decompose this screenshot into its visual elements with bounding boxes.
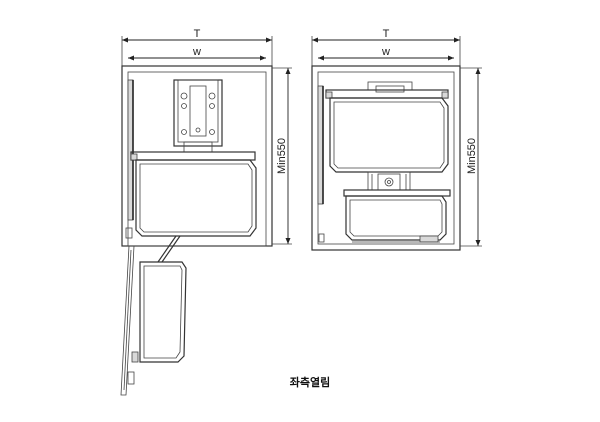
- left-open-door: [120, 79, 135, 396]
- right-t-label: T: [383, 28, 390, 40]
- right-center-mechanism: [367, 171, 411, 191]
- right-door-panel: [317, 85, 325, 243]
- left-upper-basket: [130, 151, 257, 237]
- left-t-label: T: [194, 28, 201, 40]
- left-view: T w: [120, 28, 292, 396]
- left-w-label: w: [192, 46, 201, 58]
- right-min-label: Min550: [466, 138, 478, 174]
- left-min-label: Min550: [276, 138, 288, 174]
- left-dimension-t: T: [121, 28, 273, 66]
- left-dimension-min: Min550: [272, 67, 292, 245]
- right-dimension-t: T: [311, 28, 461, 66]
- right-lower-basket: [343, 189, 451, 243]
- left-swing-arm: [157, 235, 181, 263]
- right-dimension-w: w: [318, 46, 454, 61]
- left-lower-basket: [127, 261, 187, 385]
- right-w-label: w: [381, 46, 390, 58]
- diagram-caption: 좌측열림: [290, 375, 330, 389]
- right-upper-basket: [325, 89, 449, 173]
- left-dimension-w: w: [128, 46, 266, 61]
- right-view: T w: [311, 28, 482, 251]
- right-dimension-min: Min550: [460, 67, 482, 247]
- left-cabinet-frame: [121, 65, 273, 247]
- left-mounting-bracket: [173, 79, 223, 153]
